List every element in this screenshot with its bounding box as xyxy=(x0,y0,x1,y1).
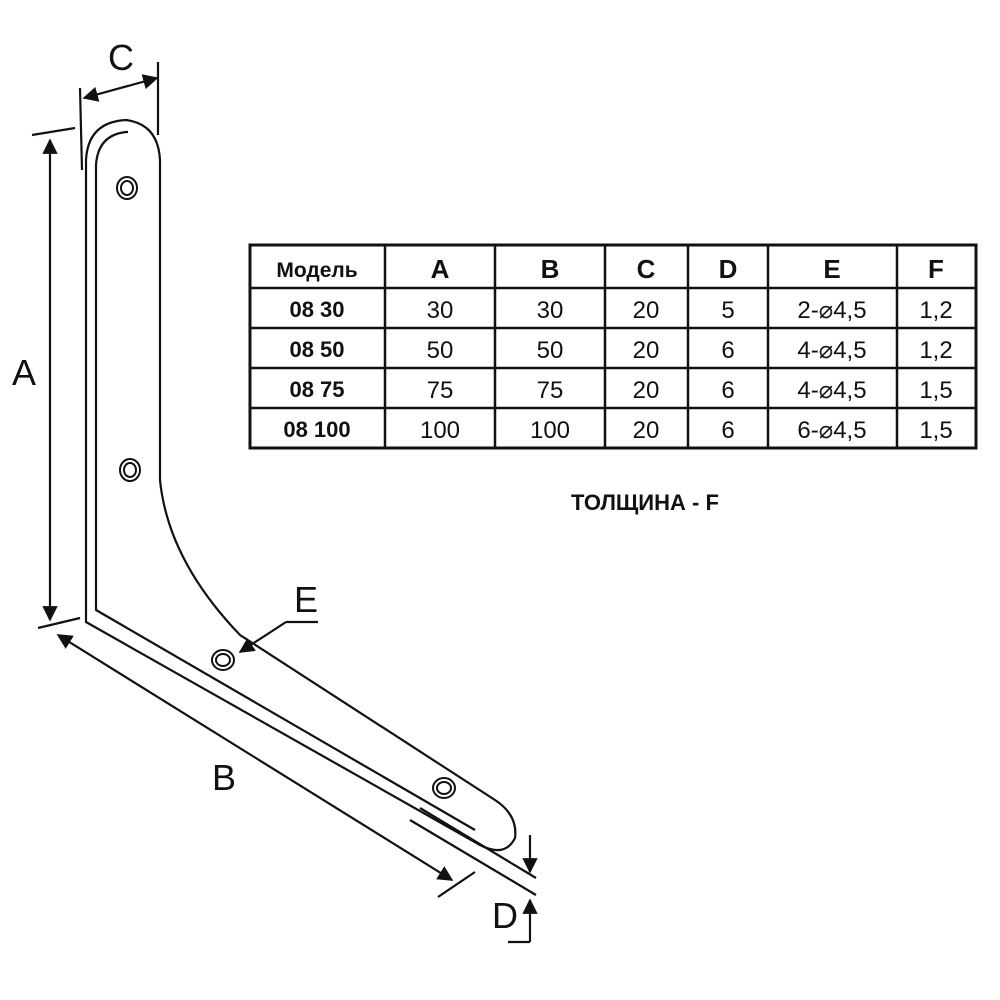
leader-e xyxy=(238,620,318,653)
hole-1 xyxy=(116,176,138,200)
header-model: Модель xyxy=(276,259,357,282)
dimension-d xyxy=(508,835,538,944)
table-cell: 20 xyxy=(633,297,660,324)
table-cell: 08 30 xyxy=(289,297,344,322)
table-cell: 20 xyxy=(633,337,660,364)
dimension-c-label: C xyxy=(108,37,134,78)
bracket-shape xyxy=(84,118,537,896)
table-cell: 20 xyxy=(633,417,660,444)
table-cell: 50 xyxy=(427,337,454,364)
dimension-b xyxy=(56,634,476,898)
table-cell: 08 50 xyxy=(289,337,344,362)
table-cell: 1,5 xyxy=(919,417,952,444)
table-cell: 4-⌀4,5 xyxy=(797,337,866,364)
header-f: F xyxy=(928,254,944,284)
table-row: 08 30 30 30 20 5 2-⌀4,5 1,2 xyxy=(289,297,952,324)
table-cell: 08 75 xyxy=(289,377,344,402)
header-e: E xyxy=(823,254,840,284)
thickness-caption: ТОЛЩИНА - F xyxy=(571,490,719,515)
table-cell: 5 xyxy=(721,297,734,324)
table-cell: 6 xyxy=(721,417,734,444)
header-c: C xyxy=(637,254,656,284)
dimension-c xyxy=(78,62,160,171)
table-cell: 1,2 xyxy=(919,297,952,324)
table-cell: 100 xyxy=(420,417,460,444)
table-row: 08 100 100 100 20 6 6-⌀4,5 1,5 xyxy=(283,417,952,444)
table-cell: 20 xyxy=(633,377,660,404)
table-row: 08 75 75 75 20 6 4-⌀4,5 1,5 xyxy=(289,377,952,404)
table-cell: 100 xyxy=(530,417,570,444)
table-cell: 1,2 xyxy=(919,337,952,364)
table-cell: 4-⌀4,5 xyxy=(797,377,866,404)
leader-e-label: E xyxy=(294,579,318,620)
hole-2 xyxy=(119,458,141,482)
dimension-a xyxy=(31,126,81,630)
dimension-d-label: D xyxy=(492,895,518,936)
table-cell: 30 xyxy=(427,297,454,324)
table-cell: 6 xyxy=(721,377,734,404)
dimension-b-label: B xyxy=(212,757,236,798)
table-cell: 6-⌀4,5 xyxy=(797,417,866,444)
table-cell: 75 xyxy=(537,377,564,404)
table-cell: 75 xyxy=(427,377,454,404)
table-cell: 08 100 xyxy=(283,417,350,442)
header-b: B xyxy=(541,254,560,284)
table-header-row: Модель A B C D E F xyxy=(276,254,944,284)
table-cell: 50 xyxy=(537,337,564,364)
header-d: D xyxy=(719,254,738,284)
table-cell: 2-⌀4,5 xyxy=(797,297,866,324)
table-cell: 6 xyxy=(721,337,734,364)
table-cell: 30 xyxy=(537,297,564,324)
dimension-a-label: A xyxy=(12,352,36,393)
table-row: 08 50 50 50 20 6 4-⌀4,5 1,2 xyxy=(289,337,952,364)
header-a: A xyxy=(431,254,450,284)
spec-table: Модель A B C D E F 08 30 30 30 20 5 2-⌀4… xyxy=(248,243,978,450)
table-cell: 1,5 xyxy=(919,377,952,404)
